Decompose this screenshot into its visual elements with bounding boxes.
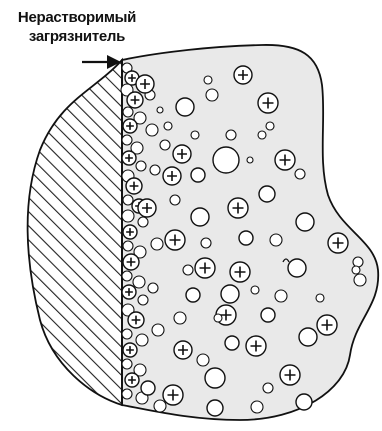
neutral-particle bbox=[225, 336, 239, 350]
neutral-particle bbox=[170, 195, 180, 205]
neutral-particle bbox=[288, 259, 306, 277]
neutral-particle bbox=[354, 274, 366, 286]
neutral-particle bbox=[136, 334, 148, 346]
neutral-particle bbox=[316, 294, 324, 302]
neutral-particle bbox=[251, 401, 263, 413]
neutral-particle bbox=[258, 131, 266, 139]
neutral-particle bbox=[270, 234, 282, 246]
neutral-particle bbox=[214, 314, 222, 322]
neutral-particle bbox=[138, 217, 148, 227]
neutral-particle bbox=[296, 394, 312, 410]
neutral-particle bbox=[221, 285, 239, 303]
neutral-particle bbox=[138, 295, 148, 305]
neutral-particle bbox=[259, 186, 275, 202]
neutral-particle bbox=[261, 308, 275, 322]
neutral-particle bbox=[136, 161, 146, 171]
neutral-particle bbox=[150, 165, 160, 175]
neutral-particle bbox=[191, 168, 205, 182]
neutral-particle bbox=[207, 400, 223, 416]
neutral-particle bbox=[299, 328, 317, 346]
neutral-particle bbox=[186, 288, 200, 302]
neutral-particle bbox=[141, 381, 155, 395]
neutral-particle bbox=[123, 195, 133, 205]
neutral-particle bbox=[157, 107, 163, 113]
neutral-particle bbox=[174, 312, 186, 324]
neutral-particle bbox=[122, 271, 132, 281]
neutral-particle bbox=[122, 389, 132, 399]
neutral-particle bbox=[263, 383, 273, 393]
neutral-particle bbox=[152, 324, 164, 336]
neutral-particle bbox=[197, 354, 209, 366]
neutral-particle bbox=[247, 157, 253, 163]
neutral-particle bbox=[122, 210, 134, 222]
neutral-particle bbox=[146, 124, 158, 136]
neutral-particle bbox=[151, 238, 163, 250]
neutral-particle bbox=[160, 140, 170, 150]
neutral-particle bbox=[295, 169, 305, 179]
neutral-particle bbox=[352, 266, 360, 274]
neutral-particle bbox=[251, 286, 259, 294]
neutral-particle bbox=[133, 276, 145, 288]
neutral-particle bbox=[183, 265, 193, 275]
neutral-particle bbox=[122, 135, 132, 145]
neutral-particle bbox=[205, 368, 225, 388]
neutral-particle bbox=[204, 76, 212, 84]
neutral-particle bbox=[191, 131, 199, 139]
neutral-particle bbox=[123, 107, 133, 117]
neutral-particle bbox=[122, 359, 132, 369]
neutral-particle bbox=[239, 231, 253, 245]
neutral-particle bbox=[164, 122, 172, 130]
neutral-particle bbox=[176, 98, 194, 116]
neutral-particle bbox=[148, 283, 158, 293]
neutral-particle bbox=[201, 238, 211, 248]
neutral-particle bbox=[275, 290, 287, 302]
neutral-particle bbox=[123, 241, 133, 251]
neutral-particle bbox=[191, 208, 209, 226]
neutral-particle bbox=[154, 400, 166, 412]
neutral-particle bbox=[353, 257, 363, 267]
neutral-particle bbox=[213, 147, 239, 173]
neutral-particle bbox=[122, 329, 132, 339]
neutral-particle bbox=[226, 130, 236, 140]
neutral-particle bbox=[206, 89, 218, 101]
neutral-particle bbox=[296, 213, 314, 231]
hatched-wall bbox=[28, 60, 122, 405]
neutral-particle bbox=[266, 122, 274, 130]
